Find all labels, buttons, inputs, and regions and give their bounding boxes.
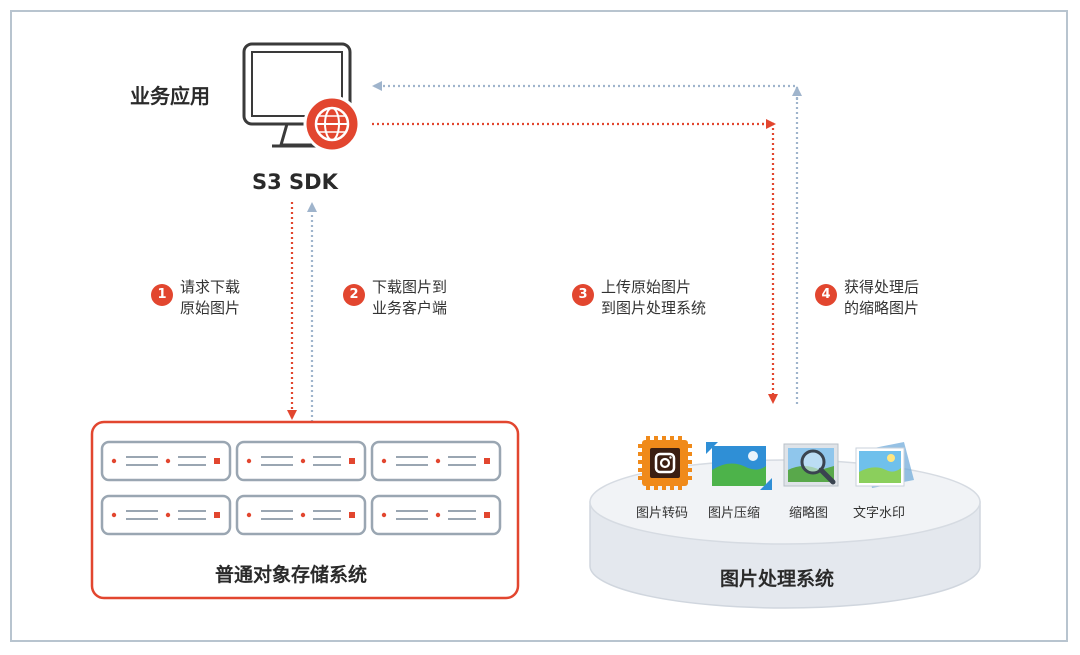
step-4-number: 4 [815,284,837,306]
step-2-line1: 下载图片到 [372,278,448,296]
step-3-line2: 到图片处理系统 [601,299,707,317]
server-grid [100,440,502,536]
compress-icon [706,442,772,490]
thumbnail-magnifier-icon [783,443,839,487]
step-2-label: 下载图片到 业务客户端 [372,277,447,319]
tool-label-thumbnail: 缩略图 [789,506,829,521]
transcode-icon [638,436,692,490]
step-4-line1: 获得处理后 [844,278,920,296]
server-unit [100,440,232,482]
app-label: 业务应用 [130,84,210,108]
globe-icon [303,95,361,153]
server-unit [235,440,367,482]
step-1-number: 1 [151,284,173,306]
step-3-label: 上传原始图片 到图片处理系统 [601,277,706,319]
server-unit [100,494,232,536]
step-4-label: 获得处理后 的缩略图片 [844,277,919,319]
monitor-icon [242,42,352,148]
step-1-line2: 原始图片 [180,299,241,317]
server-unit [370,494,502,536]
server-unit [370,440,502,482]
processing-system-label: 图片处理系统 [720,568,835,590]
step-3-line1: 上传原始图片 [601,278,692,296]
step-1-line1: 请求下载 [180,278,241,296]
server-unit [235,494,367,536]
step-2-number: 2 [343,284,365,306]
tool-label-transcode: 图片转码 [636,506,689,521]
step-3-number: 3 [572,284,594,306]
sdk-label: S3 SDK [252,170,338,194]
arrow-get-thumbnail [372,81,799,404]
diagram-frame [10,10,1068,642]
watermark-icon [855,442,914,488]
step-1-label: 请求下载 原始图片 [180,277,240,319]
arrow-upload-original [372,122,778,404]
storage-system-label: 普通对象存储系统 [215,564,368,586]
step-4-line2: 的缩略图片 [844,299,920,317]
tool-label-watermark: 文字水印 [853,506,906,521]
tool-label-compress: 图片压缩 [708,506,761,521]
step-2-line2: 业务客户端 [372,299,448,317]
